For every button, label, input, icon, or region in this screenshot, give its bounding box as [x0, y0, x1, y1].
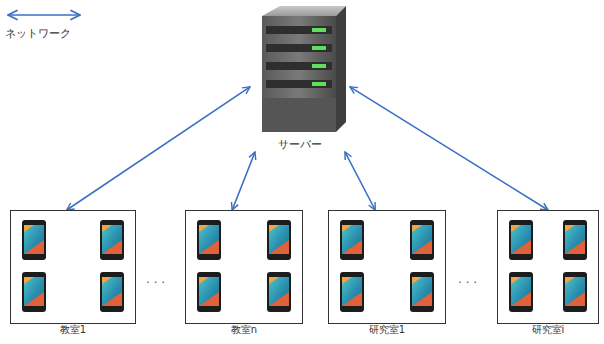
phone-icon	[197, 272, 221, 312]
phone-icons	[22, 220, 587, 312]
legend-arrow	[8, 14, 80, 16]
room-label: 研究室i	[498, 324, 598, 336]
phone-icon	[340, 272, 364, 312]
room-label: 教室n	[186, 324, 302, 336]
room-box: 研究室i	[497, 210, 599, 324]
phone-icon	[509, 220, 533, 260]
network-link	[345, 152, 375, 210]
phone-icon	[563, 272, 587, 312]
phone-icon	[410, 272, 434, 312]
phone-icon	[563, 220, 587, 260]
ellipsis: · · ·	[458, 276, 477, 290]
phone-icon	[267, 220, 291, 260]
phone-icon	[410, 220, 434, 260]
room-box: 教室1	[10, 210, 136, 324]
phone-icon	[22, 220, 46, 260]
network-link	[350, 87, 548, 210]
phone-icon	[340, 220, 364, 260]
server-icon	[262, 6, 346, 132]
ellipsis: · · ·	[146, 276, 165, 290]
phone-icon	[509, 272, 533, 312]
server-label: サーバー	[250, 138, 350, 152]
phone-icon	[100, 272, 124, 312]
room-box: 教室n	[185, 210, 303, 324]
room-box: 研究室1	[328, 210, 446, 324]
server-node: サーバー	[250, 4, 350, 152]
room-label: 研究室1	[329, 324, 445, 336]
room-label: 教室1	[11, 324, 135, 336]
phone-icon	[267, 272, 291, 312]
phone-icon	[197, 220, 221, 260]
phone-icon	[100, 220, 124, 260]
network-link	[232, 152, 255, 210]
network-link	[67, 87, 250, 210]
phone-icon	[22, 272, 46, 312]
legend-label: ネットワーク	[5, 26, 71, 41]
